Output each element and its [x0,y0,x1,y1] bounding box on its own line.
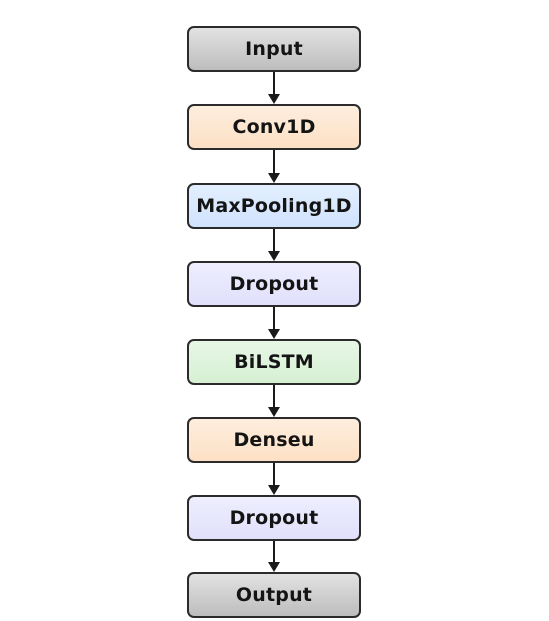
node-input-1: Input [187,26,361,72]
node-label: Input [245,38,303,60]
connector-arrow-2 [268,150,280,183]
connector-arrow-5 [268,385,280,417]
node-conv1d-2: Conv1D [187,104,361,150]
node-label: Dropout [229,273,319,295]
node-label: Dropout [229,507,319,529]
node-dropout-7: Dropout [187,495,361,541]
node-maxpooling1d-3: MaxPooling1D [187,183,361,229]
node-label: Denseu [233,429,315,451]
node-output-8: Output [187,572,361,618]
connector-arrow-4 [268,307,280,339]
connector-arrow-6 [268,463,280,495]
node-bilstm-5: BiLSTM [187,339,361,385]
connector-arrow-3 [268,229,280,261]
connector-arrow-7 [268,541,280,572]
node-label: Output [235,584,313,606]
connector-arrow-1 [268,72,280,104]
node-label: MaxPooling1D [196,195,352,217]
node-dropout-4: Dropout [187,261,361,307]
node-label: Conv1D [232,116,316,138]
node-denseu-6: Denseu [187,417,361,463]
node-label: BiLSTM [234,351,314,373]
